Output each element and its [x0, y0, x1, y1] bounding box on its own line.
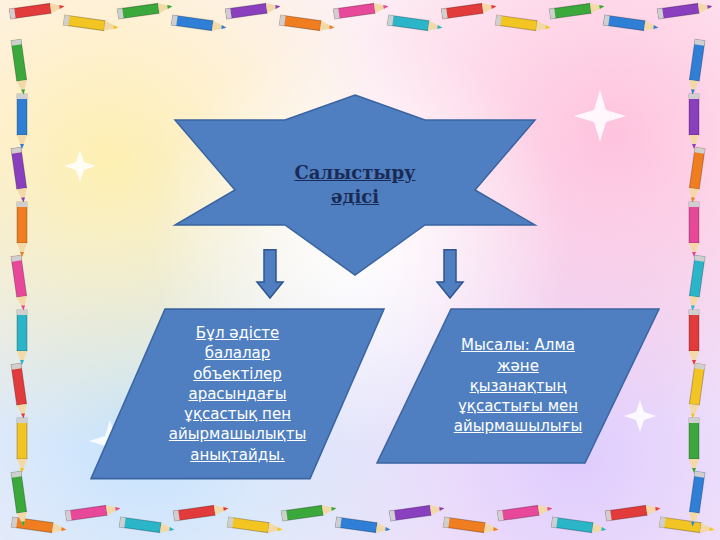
pencil — [689, 310, 699, 365]
pencil — [11, 471, 29, 527]
pencil — [117, 1, 173, 19]
block-arrow — [257, 250, 283, 298]
block-arrow — [437, 250, 463, 298]
pencil — [605, 503, 661, 521]
pencil — [9, 1, 65, 19]
pencil — [687, 471, 705, 527]
node-text: Салыстыру әдісі — [275, 161, 435, 210]
pencil — [687, 255, 705, 311]
pencil — [11, 363, 29, 419]
pencil — [279, 15, 335, 33]
pencil — [171, 15, 227, 33]
pencil — [17, 94, 27, 149]
pencil — [497, 503, 553, 521]
pencil — [689, 202, 699, 257]
pencil — [11, 255, 29, 311]
pencil — [281, 503, 337, 521]
pencil — [687, 363, 705, 419]
node-text: Мысалы: Алма және қызанақтың ұқсастығы м… — [454, 335, 583, 436]
pencil — [389, 503, 445, 521]
pencil — [119, 517, 175, 535]
pencil — [687, 147, 705, 203]
parallelogram-box: Мысалы: Алма және қызанақтың ұқсастығы м… — [376, 308, 660, 464]
pencil — [17, 310, 27, 365]
pencil — [603, 15, 659, 33]
pencil — [659, 517, 715, 535]
star-shape: Салыстыру әдісі — [175, 95, 535, 275]
pencil — [387, 15, 443, 33]
pencil — [549, 1, 605, 19]
pencil — [495, 15, 551, 33]
star-shape-outline — [175, 95, 535, 275]
pencil — [689, 94, 699, 149]
pencil — [17, 202, 27, 257]
pencil — [689, 418, 699, 473]
pencil — [441, 1, 497, 19]
pencil — [443, 517, 499, 535]
pencil — [17, 418, 27, 473]
pencil — [11, 517, 67, 535]
pencil — [335, 517, 391, 535]
pencil — [333, 1, 389, 19]
pencil — [227, 517, 283, 535]
pencil — [687, 39, 705, 95]
pencil — [11, 147, 29, 203]
pencil — [225, 1, 281, 19]
pencil — [65, 503, 121, 521]
pencil — [11, 39, 29, 95]
pencil — [173, 503, 229, 521]
node-text: Бұл әдісте балалар объектілер арасындағы… — [168, 323, 307, 465]
pencil — [63, 15, 119, 33]
parallelogram-box: Бұл әдісте балалар объектілер арасындағы… — [90, 308, 385, 480]
pencil — [551, 517, 607, 535]
pencil — [657, 1, 713, 19]
